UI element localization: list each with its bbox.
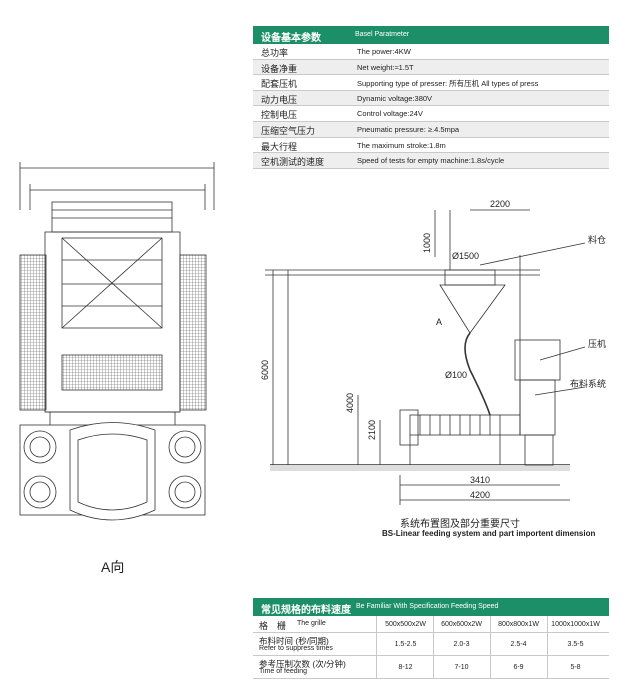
dim-2200: 2200 xyxy=(490,199,510,209)
dim-4200: 4200 xyxy=(470,490,490,500)
arrow-a-label: A xyxy=(436,317,442,327)
dim-phi1500: Ø1500 xyxy=(452,251,479,261)
row-label-cn: 参考压制次数 (次/分钟) xyxy=(259,659,346,669)
speed-value: 7-10 xyxy=(454,664,469,671)
speed-value: 1.5-2.5 xyxy=(394,641,417,648)
grille-column: 600x600x2W xyxy=(441,621,482,628)
parameter-value: Supporting type of presser: 所有压机 All typ… xyxy=(357,79,539,89)
speed-value: 3.5-5 xyxy=(567,641,584,648)
parameter-value: Speed of tests for empty machine:1.8s/cy… xyxy=(357,156,505,166)
parameter-row: 设备净重 Net weight:≈1.5T xyxy=(253,59,609,76)
parameter-label: 控制电压 xyxy=(261,110,298,121)
parameter-value: Control voltage:24V xyxy=(357,109,423,119)
parameter-header-cn: 设备基本参数 xyxy=(261,33,321,44)
parameter-label: 空机测试的速度 xyxy=(261,157,325,168)
layout-caption-en: BS-Linear feeding system and part import… xyxy=(382,529,596,538)
parameter-value: The maximum stroke:1.8m xyxy=(357,140,446,150)
feeding-system-label: 布料系统 xyxy=(570,378,606,389)
parameter-label: 配套压机 xyxy=(261,79,298,90)
row-label-en: Time of feeding xyxy=(259,668,307,675)
parameter-label: 最大行程 xyxy=(261,141,298,152)
grille-column: 500x500x2W xyxy=(385,621,426,628)
speed-header-en: Be Familiar With Specification Feeding S… xyxy=(356,603,499,610)
silo-label: 料仓 xyxy=(588,234,606,245)
layout-drawing: 2200 1000 Ø1500 6000 4000 2100 Ø100 3410… xyxy=(260,199,606,505)
parameter-table: 设备基本参数 Basel Paratmeter 总功率 The power:4K… xyxy=(253,26,609,169)
speed-table-header: 常见规格的布料速度 Be Familiar With Specification… xyxy=(253,598,609,616)
grille-row: 格 栅 The grille 500x500x2W 600x600x2W 800… xyxy=(253,616,609,633)
grille-label-en: The grille xyxy=(297,620,326,627)
grille-label-cn: 格 栅 xyxy=(259,621,287,631)
parameter-value: Dynamic voltage:380V xyxy=(357,93,433,103)
speed-value: 8-12 xyxy=(398,664,413,671)
parameter-value: The power:4KW xyxy=(357,47,411,56)
parameter-row: 动力电压 Dynamic voltage:380V xyxy=(253,90,609,107)
dim-1000: 1000 xyxy=(422,233,432,253)
row-label-cn: 布料时间 (秒/同期) xyxy=(259,636,329,646)
dim-2100: 2100 xyxy=(367,420,377,440)
speed-value: 2.0-3 xyxy=(453,641,470,648)
layout-caption-cn: 系统布置图及部分重要尺寸 xyxy=(400,519,520,530)
speed-row: 参考压制次数 (次/分钟) Time of feeding 8-12 7-10 … xyxy=(253,656,609,679)
speed-row: 布料时间 (秒/同期) Refer to suppress times 1.5-… xyxy=(253,633,609,656)
grille-column: 1000x1000x1W xyxy=(551,621,600,628)
view-a-caption: A向 xyxy=(101,559,125,575)
press-label: 压机 xyxy=(588,338,606,349)
parameter-row: 控制电压 Control voltage:24V xyxy=(253,106,609,122)
parameter-label: 总功率 xyxy=(261,48,289,58)
parameter-header-en: Basel Paratmeter xyxy=(355,31,410,38)
speed-header-cn: 常见规格的布料速度 xyxy=(261,605,351,616)
parameter-row: 最大行程 The maximum stroke:1.8m xyxy=(253,138,609,154)
parameter-row: 压缩空气压力 Pneumatic pressure: ≥.4.5mpa xyxy=(253,121,609,138)
speed-value: 6-9 xyxy=(513,664,524,671)
parameter-table-header: 设备基本参数 Basel Paratmeter xyxy=(253,26,609,44)
parameter-label: 压缩空气压力 xyxy=(261,125,316,136)
speed-value: 2.5-4 xyxy=(510,641,527,648)
dim-3410: 3410 xyxy=(470,475,490,485)
a-view-drawing xyxy=(19,162,215,521)
parameter-label: 设备净重 xyxy=(261,63,298,74)
parameter-value: Net weight:≈1.5T xyxy=(357,62,414,72)
parameter-row: 空机测试的速度 Speed of tests for empty machine… xyxy=(253,153,609,169)
grille-column: 800x800x1W xyxy=(498,621,539,628)
dim-6000: 6000 xyxy=(260,360,270,380)
parameter-value: Pneumatic pressure: ≥.4.5mpa xyxy=(357,124,460,134)
speed-value: 5-8 xyxy=(570,664,581,671)
parameter-row: 总功率 The power:4KW xyxy=(253,44,609,60)
feeding-speed-table: 常见规格的布料速度 Be Familiar With Specification… xyxy=(253,598,609,679)
parameter-row: 配套压机 Supporting type of presser: 所有压机 Al… xyxy=(253,75,609,91)
dim-phi100: Ø100 xyxy=(445,370,467,380)
row-label-en: Refer to suppress times xyxy=(259,645,333,652)
dim-4000: 4000 xyxy=(345,393,355,413)
parameter-label: 动力电压 xyxy=(261,94,298,105)
